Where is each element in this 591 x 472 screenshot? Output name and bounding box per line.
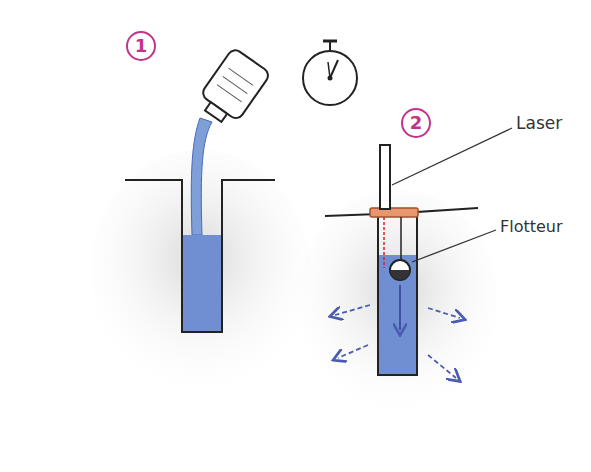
laser-beam [383,217,385,268]
bottle [194,47,271,129]
callout-number: 2 [410,114,423,132]
ground-shade [298,190,498,410]
float [390,260,410,280]
float-string [400,217,402,262]
callout-number: 1 [135,37,148,55]
water [182,235,222,332]
level-arrow [399,285,401,330]
pit-outline [125,180,275,332]
part-label: Flotteur [500,218,563,236]
part-label: Laser [516,114,562,133]
support-bar [370,208,418,217]
leader-line [412,230,496,262]
stopwatch [303,41,357,105]
infiltration-arrows [335,305,460,378]
water [378,255,417,375]
water-stream [191,118,212,235]
laser-device [380,145,390,209]
pit-outline [325,208,478,375]
callout-circle: 1 [126,31,156,61]
callout-circle: 2 [401,108,431,138]
